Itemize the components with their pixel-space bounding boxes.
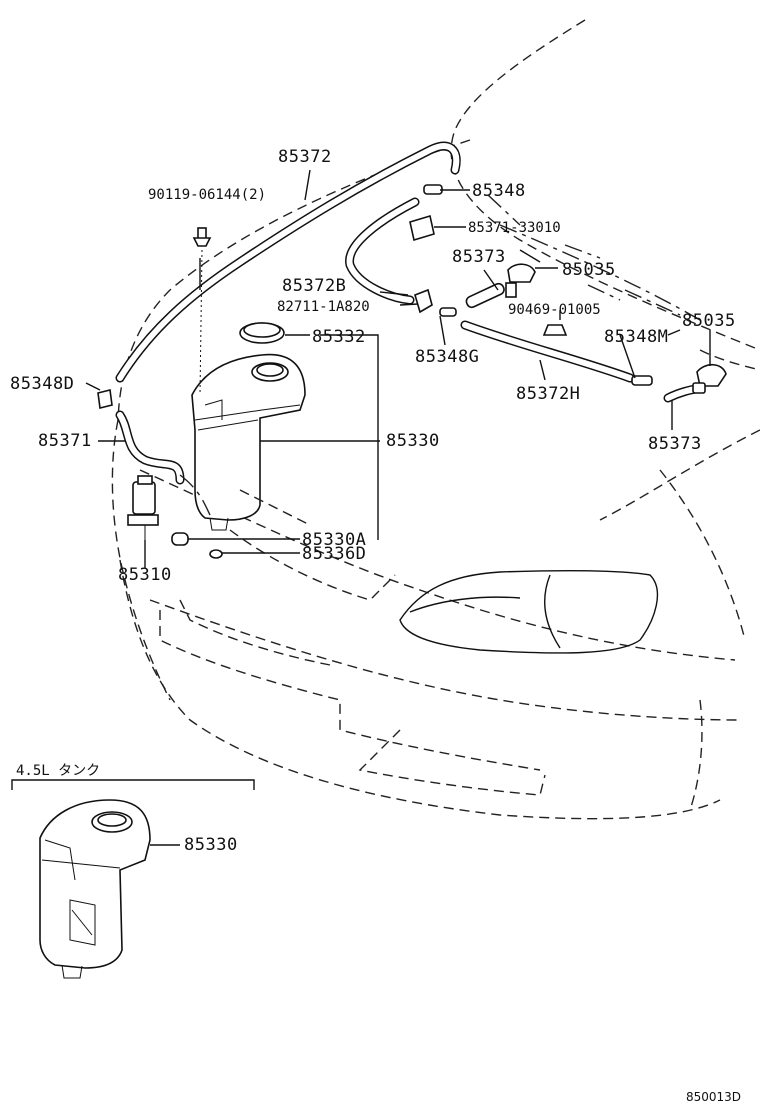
label-85348g: 85348G [415,347,479,367]
inset-caption: 4.5L タンク [16,763,100,779]
hose-85372 [115,141,461,383]
diagram-reference-code: 850013D [686,1090,741,1104]
pump-85310 [127,475,159,540]
tank-85330 [191,353,306,531]
washer-85336d [209,549,223,559]
hose-piece-85373 [465,282,505,309]
label-85348m: 85348M [604,327,668,347]
label-85373-top: 85373 [452,247,506,267]
vehicle-outline [111,19,760,820]
nozzle-85035-a [505,263,536,298]
hose-85372b [345,197,420,305]
label-85373-right: 85373 [648,434,702,454]
inset-4-5l-tank: 4.5L タンク 85330 [11,763,255,979]
tank-85330-inset [39,799,151,979]
label-90469: 90469-01005 [508,302,601,318]
nozzle-85035-b [692,363,727,394]
label-85035-top: 85035 [562,260,616,280]
label-85330: 85330 [386,431,440,451]
joint-85348g [439,307,457,317]
joint-85348 [423,184,443,195]
clip-90469 [542,324,568,336]
label-90119: 90119-06144(2) [148,187,266,203]
label-85348d: 85348D [10,374,74,394]
connector-82711 [414,288,433,314]
label-85332: 85332 [312,327,366,347]
label-85330a: 85330A [302,530,366,550]
joint-85348d [97,389,113,409]
label-85372b: 85372B [282,276,346,296]
clamp-85371-33010 [409,214,435,242]
bolt-90119 [192,227,212,247]
label-85372h: 85372H [516,384,580,404]
label-85348: 85348 [472,181,526,201]
leader-lines [85,169,711,568]
label-85310: 85310 [118,565,172,585]
label-85330-inset: 85330 [184,835,238,855]
hose-85372h [460,320,635,383]
label-82711: 82711-1A820 [277,299,370,315]
label-85372: 85372 [278,147,332,167]
cap-85332 [239,322,285,344]
label-85336d: 85336D [302,544,366,564]
label-85035-right: 85035 [682,311,736,331]
label-85371: 85371 [38,431,92,451]
grommet-85330a [171,532,189,546]
label-85371-33010: 85371-33010 [468,220,561,236]
joint-85348m [631,375,653,386]
hose-85371 [115,410,185,485]
